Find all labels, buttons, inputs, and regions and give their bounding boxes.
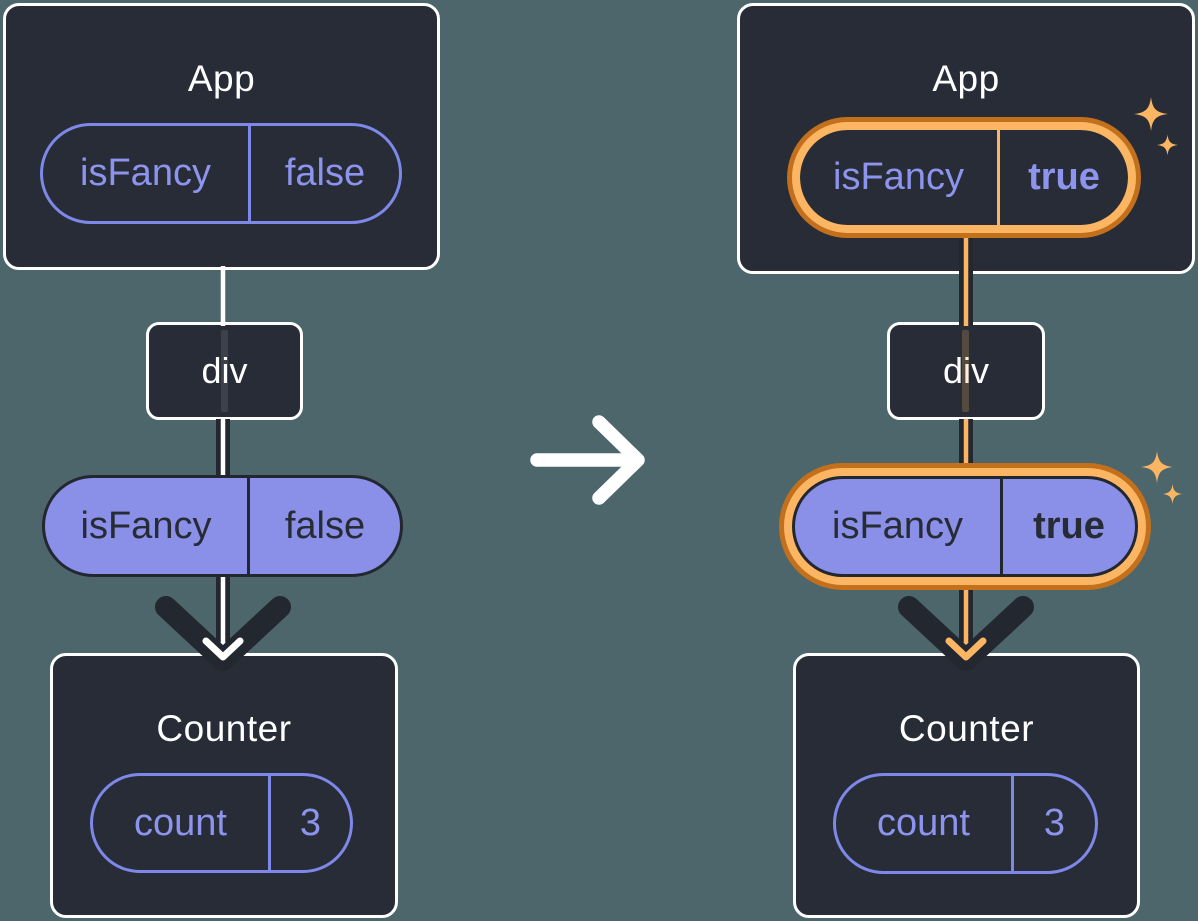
div-label: div [201,350,248,391]
prop-name: isFancy [832,505,963,547]
state-pill-counter-right: count 3 [833,773,1098,874]
prop-name: isFancy [80,152,211,194]
sparkle-icon [1141,451,1173,483]
edge-through-div [962,330,969,412]
div-label: div [942,350,990,391]
prop-value: true [997,130,1128,225]
prop-value: false [247,478,400,574]
prop-name: isFancy [80,504,212,547]
state-pill-counter-left: count 3 [90,773,353,873]
app-title: App [932,58,1000,99]
div-card-right: div [887,322,1045,420]
prop-pill-app-right: isFancy true [800,130,1128,225]
prop-name: isFancy [833,156,964,198]
state-name: count [877,802,970,844]
arrow-right-icon [530,415,645,505]
state-value: 3 [268,776,350,870]
prop-pill-passed-right: isFancy true [792,476,1138,577]
state-name: count [134,801,227,844]
div-card-left: div [146,322,303,420]
prop-pill-passed-left: isFancy false [42,475,403,577]
counter-title: Counter [156,708,292,749]
prop-value: false [248,126,399,221]
app-card-right: App [737,3,1195,274]
prop-pill-app-left: isFancy false [40,123,402,224]
app-title: App [187,58,256,99]
state-value: 3 [1011,776,1095,871]
prop-value: true [1000,479,1135,574]
edge-through-div [220,330,228,412]
counter-title: Counter [898,708,1035,749]
sparkle-icon [1162,484,1183,504]
